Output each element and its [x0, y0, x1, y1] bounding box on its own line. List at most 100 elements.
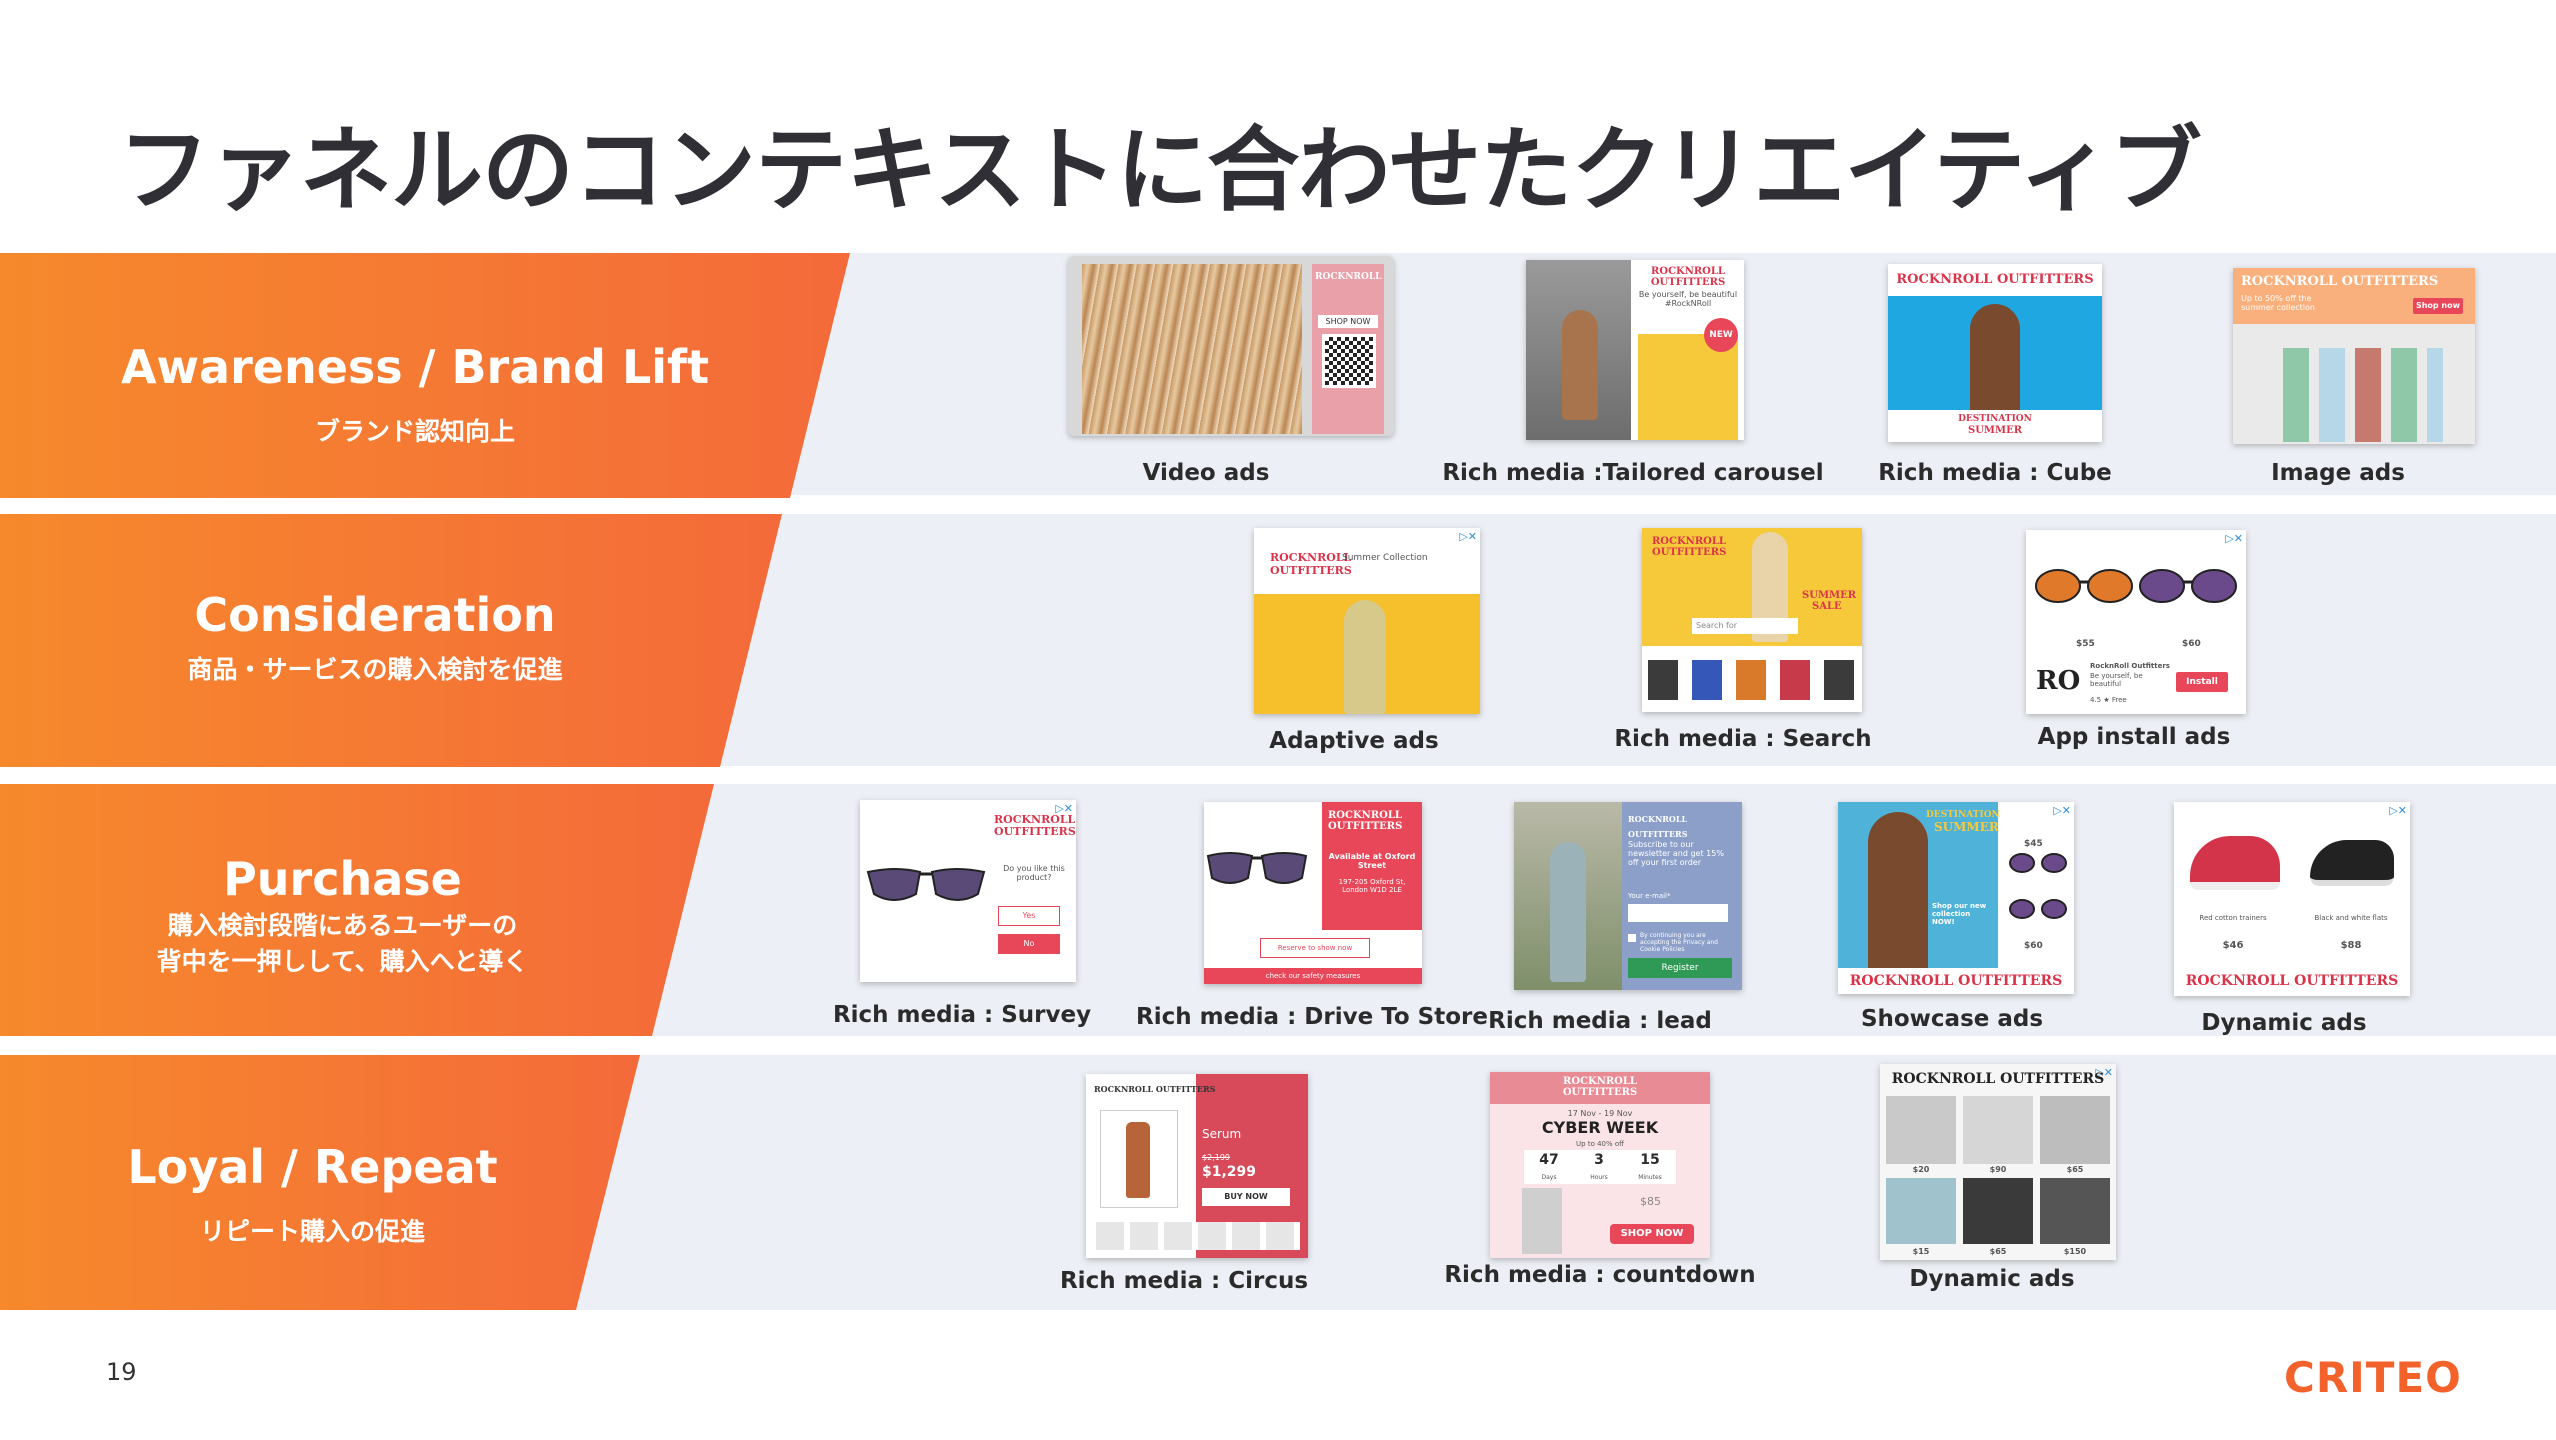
app-price-2: $60: [2182, 639, 2201, 649]
caption-countdown: Rich media : countdown: [1444, 1262, 1756, 1288]
sunglasses-icon: [2009, 899, 2067, 919]
adchoices-icon[interactable]: ▷✕: [2095, 1066, 2113, 1079]
sunglasses-orange-icon: [2035, 569, 2133, 603]
sunglasses-icon: [866, 868, 986, 901]
funnel-stage-purchase: [0, 784, 714, 1036]
showcase-shop-new: Shop our new collection NOW!: [1932, 902, 1987, 926]
adchoices-icon[interactable]: ▷✕: [2053, 804, 2071, 817]
dynamic1-name-2: Black and white flats: [2314, 914, 2388, 922]
survey-no-button[interactable]: No: [998, 934, 1060, 954]
carousel-ad: ROCKNROLL OUTFITTERS Be yourself, be bea…: [1526, 260, 1744, 440]
search-products-icon: [1648, 660, 1856, 700]
caption-circus: Rich media : Circus: [1059, 1268, 1309, 1294]
circus-price: $1,299: [1202, 1164, 1257, 1180]
countdown-days-label: Days: [1541, 1174, 1557, 1181]
drive-panel: [1322, 802, 1422, 930]
funnel-stage-awareness: [0, 253, 850, 498]
lead-consent-checkbox[interactable]: [1628, 934, 1636, 942]
stage-title-awareness: Awareness / Brand Lift: [120, 340, 710, 394]
search-input[interactable]: Search for: [1692, 618, 1798, 634]
dynamic2-price-2: $90: [1989, 1165, 2007, 1174]
lead-person-icon: [1550, 842, 1586, 982]
showcase-brand: ROCKNROLL OUTFITTERS: [1849, 973, 2063, 989]
funnel-stage-consideration: [0, 514, 782, 767]
circus-thumbnails: [1096, 1222, 1300, 1250]
app-name: RocknRoll Outfitters: [2090, 662, 2170, 670]
lead-email-input[interactable]: [1628, 904, 1728, 922]
dynamic2-price-5: $65: [1989, 1247, 2007, 1256]
dynamic1-price-2: $88: [2340, 940, 2362, 951]
cube-ad: ROCKNROLL OUTFITTERS DESTINATION SUMMER: [1888, 264, 2102, 442]
stage-title-purchase: Purchase: [223, 852, 462, 906]
lead-brand: ROCKNROLL OUTFITTERS: [1628, 814, 1688, 839]
countdown-dates: 17 Nov - 19 Nov: [1567, 1109, 1633, 1118]
circus-ad: ROCKNROLL OUTFITTERS Serum $2,199 $1,299…: [1086, 1074, 1308, 1258]
adaptive-collection: Summer Collection: [1342, 553, 1428, 563]
cube-person-icon: [1970, 304, 2020, 410]
adaptive-brand-1: ROCKNROLL: [1270, 551, 1352, 564]
drive-safety-link[interactable]: check our safety measures: [1204, 968, 1422, 984]
cube-destination: DESTINATION: [1958, 414, 2032, 424]
adchoices-icon[interactable]: ▷✕: [1055, 802, 1073, 815]
image-ad: ROCKNROLL OUTFITTERS Up to 50% off the s…: [2233, 268, 2475, 444]
carousel-brand: ROCKNROLL OUTFITTERS: [1650, 266, 1726, 288]
survey-yes-button[interactable]: Yes: [998, 906, 1060, 926]
dynamic2-price-3: $65: [2066, 1165, 2084, 1174]
sunglasses-purple-icon: [2139, 569, 2237, 603]
app-logo: RO: [2036, 666, 2081, 696]
adchoices-icon[interactable]: ▷✕: [1459, 530, 1477, 543]
video-ad-brand: ROCKNROLL: [1315, 272, 1382, 282]
countdown-shop-button[interactable]: SHOP NOW: [1610, 1224, 1694, 1244]
carousel-new-badge: NEW: [1704, 318, 1738, 352]
image-ad-shop-button[interactable]: Shop now: [2413, 298, 2463, 314]
search-sale-1: SUMMER: [1802, 590, 1857, 601]
caption-showcase: Showcase ads: [1860, 1006, 2044, 1032]
lead-register-button[interactable]: Register: [1628, 958, 1732, 978]
circus-brand: ROCKNROLL OUTFITTERS: [1094, 1084, 1216, 1094]
countdown-timer: [1524, 1150, 1676, 1184]
search-sale-2: SALE: [1812, 601, 1842, 612]
adaptive-person-icon: [1344, 600, 1386, 714]
adaptive-brand-2: OUTFITTERS: [1270, 564, 1352, 577]
countdown-upto: Up to 40% off: [1576, 1140, 1624, 1148]
carousel-person-icon: [1562, 310, 1598, 420]
countdown-days: 47: [1539, 1152, 1559, 1168]
lead-ad: ROCKNROLL OUTFITTERS Subscribe to our ne…: [1514, 802, 1742, 990]
video-ad-shop-button[interactable]: SHOP NOW: [1318, 315, 1378, 328]
install-button[interactable]: Install: [2176, 672, 2228, 692]
caption-image-ads: Image ads: [2271, 460, 2405, 486]
stage-title-consideration: Consideration: [194, 588, 556, 642]
adchoices-icon[interactable]: ▷✕: [2225, 532, 2243, 545]
countdown-brand-1: ROCKNROLL: [1563, 1076, 1637, 1087]
survey-brand-2: OUTFITTERS: [994, 825, 1076, 838]
image-ad-header: [2233, 268, 2475, 324]
adchoices-icon[interactable]: ▷✕: [2389, 804, 2407, 817]
caption-drive-to-store: Rich media : Drive To Store: [1136, 1004, 1488, 1030]
caption-carousel: Rich media :Tailored carousel: [1442, 460, 1824, 486]
caption-app-install: App install ads: [2037, 724, 2231, 750]
cube-summer: SUMMER: [1967, 425, 2022, 436]
app-rating: 4.5 ★ Free: [2090, 696, 2127, 704]
video-ad-panel: ROCKNROLL SHOP NOW: [1312, 264, 1384, 434]
circus-buy-button[interactable]: BUY NOW: [1202, 1188, 1290, 1206]
showcase-price-2: $60: [2024, 941, 2043, 951]
dynamic2-price-4: $15: [1912, 1247, 1930, 1256]
showcase-person-icon: [1868, 812, 1928, 968]
dynamic-ad-1: ▷✕ Red cotton trainers Black and white f…: [2174, 802, 2410, 996]
carousel-tagline: Be yourself, be beautiful #RockNRoll: [1638, 290, 1738, 308]
dynamic2-product-5: [1963, 1178, 2033, 1244]
drive-to-store-ad: ▷✕ ROCKNROLL OUTFITTERS Available at Oxf…: [1204, 802, 1422, 984]
lead-email-label: Your e-mail*: [1628, 892, 1671, 900]
drive-address: 197-205 Oxford St, London W1D 2LE: [1338, 878, 1406, 894]
countdown-brand-2: OUTFITTERS: [1562, 1087, 1638, 1098]
serum-bottle-shape: [1126, 1122, 1150, 1198]
showcase-destination: DESTINATION: [1926, 810, 2000, 820]
countdown-minutes-label: Minutes: [1638, 1174, 1662, 1181]
wheat-image: [1082, 264, 1302, 434]
drive-reserve-button[interactable]: Reserve to show now: [1260, 938, 1370, 958]
stage-sub-purchase-1: 購入検討段階にあるユーザーの: [167, 911, 518, 940]
app-install-ad: ▷✕ $55 $60 RO RocknRoll Outfitters Be yo…: [2026, 530, 2246, 714]
dynamic2-product-4: [1886, 1178, 1956, 1244]
search-ad: ▷✕ ROCKNROLL OUTFITTERS SUMMER SALE Sear…: [1642, 528, 1862, 712]
caption-adaptive: Adaptive ads: [1269, 728, 1439, 754]
